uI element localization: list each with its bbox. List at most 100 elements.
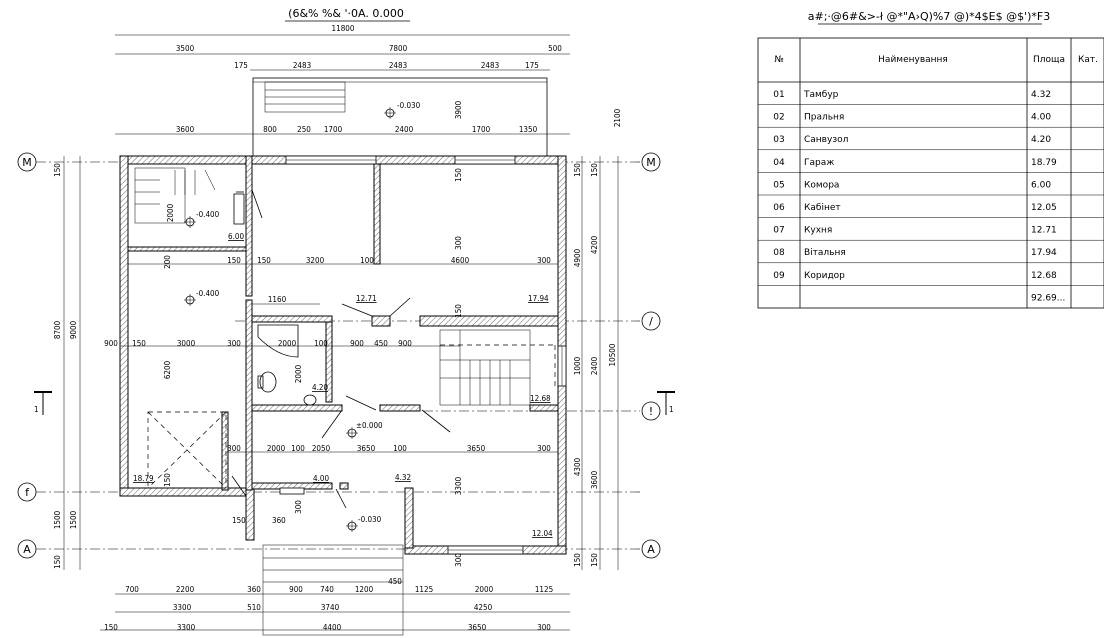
plan-title: (6&% %& '·0A. 0.000 bbox=[288, 7, 404, 20]
table-cell-name: Санвузол bbox=[804, 135, 848, 145]
svg-text:9000: 9000 bbox=[69, 320, 78, 339]
svg-text:2400: 2400 bbox=[590, 356, 599, 375]
svg-text:900: 900 bbox=[398, 339, 412, 348]
table-cell-name: Кабінет bbox=[804, 203, 841, 213]
svg-text:!: ! bbox=[649, 405, 653, 418]
svg-text:1700: 1700 bbox=[324, 125, 343, 134]
exterior-walls bbox=[119, 155, 567, 555]
elevation-marks: -0.400 -0.400 ±0.000 -0.030 bbox=[184, 210, 383, 532]
table-header-name: Найменування bbox=[878, 55, 948, 65]
room-areas: 6.00 12.71 17.94 4.20 12.68 4.00 4.32 12… bbox=[133, 232, 553, 538]
table-total-area: 92.69... bbox=[1031, 293, 1065, 303]
svg-text:900: 900 bbox=[289, 585, 303, 594]
svg-text:6.00: 6.00 bbox=[228, 232, 244, 241]
table-cell-no: 02 bbox=[773, 113, 784, 123]
svg-text:3600: 3600 bbox=[590, 470, 599, 489]
svg-text:4.00: 4.00 bbox=[313, 474, 329, 483]
svg-text:12.04: 12.04 bbox=[532, 529, 553, 538]
table-cell-area: 12.68 bbox=[1031, 271, 1057, 281]
table-header-cat: Кат. bbox=[1078, 55, 1098, 65]
section-marks: 1 1 bbox=[34, 391, 675, 415]
svg-text:175: 175 bbox=[234, 61, 248, 70]
svg-text:А: А bbox=[23, 543, 31, 556]
table-header-no: № bbox=[774, 55, 783, 65]
table-cell-area: 12.71 bbox=[1031, 226, 1057, 236]
svg-text:450: 450 bbox=[374, 339, 388, 348]
svg-text:±0.000: ±0.000 bbox=[356, 421, 383, 430]
svg-text:2400: 2400 bbox=[395, 125, 414, 134]
stairs bbox=[134, 167, 556, 636]
svg-text:/: / bbox=[649, 315, 653, 328]
svg-text:3200: 3200 bbox=[306, 256, 325, 265]
top-dimensions: 11800 3500 7800 500 175 2483 2483 2483 1… bbox=[115, 24, 622, 135]
svg-text:12.71: 12.71 bbox=[356, 294, 377, 303]
table-cell-area: 17.94 bbox=[1031, 248, 1057, 258]
svg-text:3600: 3600 bbox=[176, 125, 195, 134]
svg-text:-0.030: -0.030 bbox=[358, 515, 382, 524]
svg-text:2100: 2100 bbox=[613, 108, 622, 127]
svg-text:4250: 4250 bbox=[474, 603, 493, 612]
svg-text:150: 150 bbox=[257, 256, 271, 265]
svg-text:2000: 2000 bbox=[267, 444, 286, 453]
svg-text:1200: 1200 bbox=[355, 585, 374, 594]
svg-text:2000: 2000 bbox=[278, 339, 297, 348]
table-cell-name: Комора bbox=[804, 180, 839, 190]
svg-text:3740: 3740 bbox=[321, 603, 340, 612]
svg-text:6200: 6200 bbox=[163, 360, 172, 379]
table-cell-no: 06 bbox=[773, 203, 785, 213]
svg-text:300: 300 bbox=[227, 444, 241, 453]
svg-text:-0.400: -0.400 bbox=[196, 289, 220, 298]
svg-text:510: 510 bbox=[247, 603, 261, 612]
svg-text:150: 150 bbox=[590, 163, 599, 177]
svg-text:200: 200 bbox=[163, 255, 172, 269]
svg-text:12.68: 12.68 bbox=[530, 394, 551, 403]
svg-text:1500: 1500 bbox=[53, 510, 62, 529]
svg-text:1125: 1125 bbox=[415, 585, 433, 594]
svg-text:4300: 4300 bbox=[573, 457, 582, 476]
svg-text:А: А bbox=[647, 543, 655, 556]
svg-text:360: 360 bbox=[247, 585, 261, 594]
inner-dimensions: 150 150 3200 100 4600 300 1160 900 150 3… bbox=[104, 168, 558, 567]
axis-marker bbox=[17, 152, 37, 172]
table-cell-no: 05 bbox=[773, 180, 784, 190]
table-cell-name: Кухня bbox=[804, 226, 832, 236]
svg-text:3650: 3650 bbox=[468, 623, 487, 632]
svg-text:150: 150 bbox=[163, 473, 172, 487]
table-row-lines bbox=[758, 104, 1104, 286]
table-cell-name: Коридор bbox=[804, 271, 845, 281]
svg-text:4400: 4400 bbox=[323, 623, 342, 632]
svg-text:300: 300 bbox=[537, 444, 551, 453]
svg-text:300: 300 bbox=[227, 339, 241, 348]
svg-text:150: 150 bbox=[227, 256, 241, 265]
svg-text:2000: 2000 bbox=[294, 364, 303, 383]
svg-text:3650: 3650 bbox=[467, 444, 486, 453]
room-schedule-table: a#;·@6#&>-ł @*"A›Q)%7 @)*4$E$ @$')*F3 № … bbox=[757, 10, 1104, 309]
svg-text:150: 150 bbox=[53, 555, 62, 569]
svg-text:150: 150 bbox=[53, 163, 62, 177]
svg-text:150: 150 bbox=[132, 339, 146, 348]
table-cell-area: 6.00 bbox=[1031, 180, 1051, 190]
left-dimensions: 150 8700 9000 1500 1500 150 bbox=[53, 156, 81, 570]
svg-text:1: 1 bbox=[34, 405, 39, 414]
svg-text:2483: 2483 bbox=[389, 61, 407, 70]
svg-text:4.32: 4.32 bbox=[395, 473, 411, 482]
table-cell-no: 09 bbox=[773, 271, 785, 281]
svg-text:2050: 2050 bbox=[312, 444, 331, 453]
svg-text:4600: 4600 bbox=[451, 256, 470, 265]
svg-text:3000: 3000 bbox=[177, 339, 196, 348]
svg-text:4900: 4900 bbox=[573, 248, 582, 267]
svg-text:М: М bbox=[646, 156, 656, 169]
windows bbox=[279, 155, 567, 555]
table-cell-no: 01 bbox=[773, 90, 784, 100]
svg-text:10500: 10500 bbox=[608, 343, 617, 366]
svg-text:150: 150 bbox=[454, 168, 463, 182]
table-cell-area: 4.32 bbox=[1031, 90, 1051, 100]
svg-text:740: 740 bbox=[320, 585, 334, 594]
svg-text:300: 300 bbox=[294, 500, 303, 514]
svg-text:500: 500 bbox=[548, 44, 562, 53]
svg-text:150: 150 bbox=[454, 304, 463, 318]
svg-text:-0.030: -0.030 bbox=[397, 101, 421, 110]
svg-text:17.94: 17.94 bbox=[528, 294, 549, 303]
svg-text:3300: 3300 bbox=[454, 476, 463, 495]
